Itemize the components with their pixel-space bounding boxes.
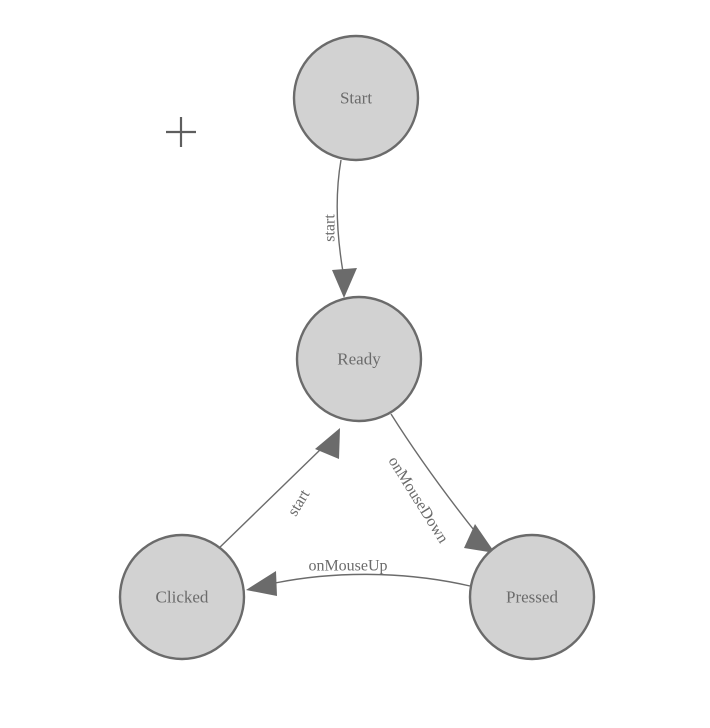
edge-label-clicked-to-ready: start	[285, 486, 314, 519]
node-ready-circle[interactable]	[295, 295, 423, 423]
node-pressed[interactable]: Pressed	[468, 533, 596, 661]
node-pressed-label: Pressed	[506, 588, 558, 607]
node-clicked-circle[interactable]	[118, 533, 246, 661]
edge-ready-to-pressed[interactable]: onMouseDown	[385, 413, 495, 553]
edge-pressed-to-clicked[interactable]: onMouseUp	[246, 558, 471, 597]
edge-clicked-to-ready[interactable]: start	[215, 428, 340, 552]
node-pressed-circle[interactable]	[468, 533, 596, 661]
edge-clicked-to-ready-arrowhead	[315, 428, 340, 459]
node-start[interactable]: Start	[292, 34, 420, 162]
edge-start-to-ready[interactable]: start	[322, 159, 358, 298]
node-ready[interactable]: Ready	[295, 295, 423, 423]
node-clicked[interactable]: Clicked	[118, 533, 246, 661]
node-clicked-label: Clicked	[156, 588, 209, 607]
edge-start-to-ready-path[interactable]	[336, 159, 344, 273]
edge-label-pressed-to-clicked: onMouseUp	[308, 558, 387, 575]
edge-label-start-to-ready: start	[322, 214, 339, 242]
node-ready-label: Ready	[337, 350, 381, 369]
edge-pressed-to-clicked-path[interactable]	[274, 573, 471, 587]
edge-label-ready-to-pressed: onMouseDown	[385, 454, 452, 547]
node-start-circle[interactable]	[292, 34, 420, 162]
node-start-label: Start	[340, 89, 372, 108]
edge-ready-to-pressed-path[interactable]	[390, 413, 478, 535]
edge-start-to-ready-arrowhead	[332, 268, 357, 298]
crosshair-icon	[166, 117, 196, 147]
edge-ready-to-pressed-arrowhead	[464, 524, 495, 553]
edge-clicked-to-ready-path[interactable]	[215, 447, 323, 552]
edge-pressed-to-clicked-arrowhead	[246, 571, 277, 596]
